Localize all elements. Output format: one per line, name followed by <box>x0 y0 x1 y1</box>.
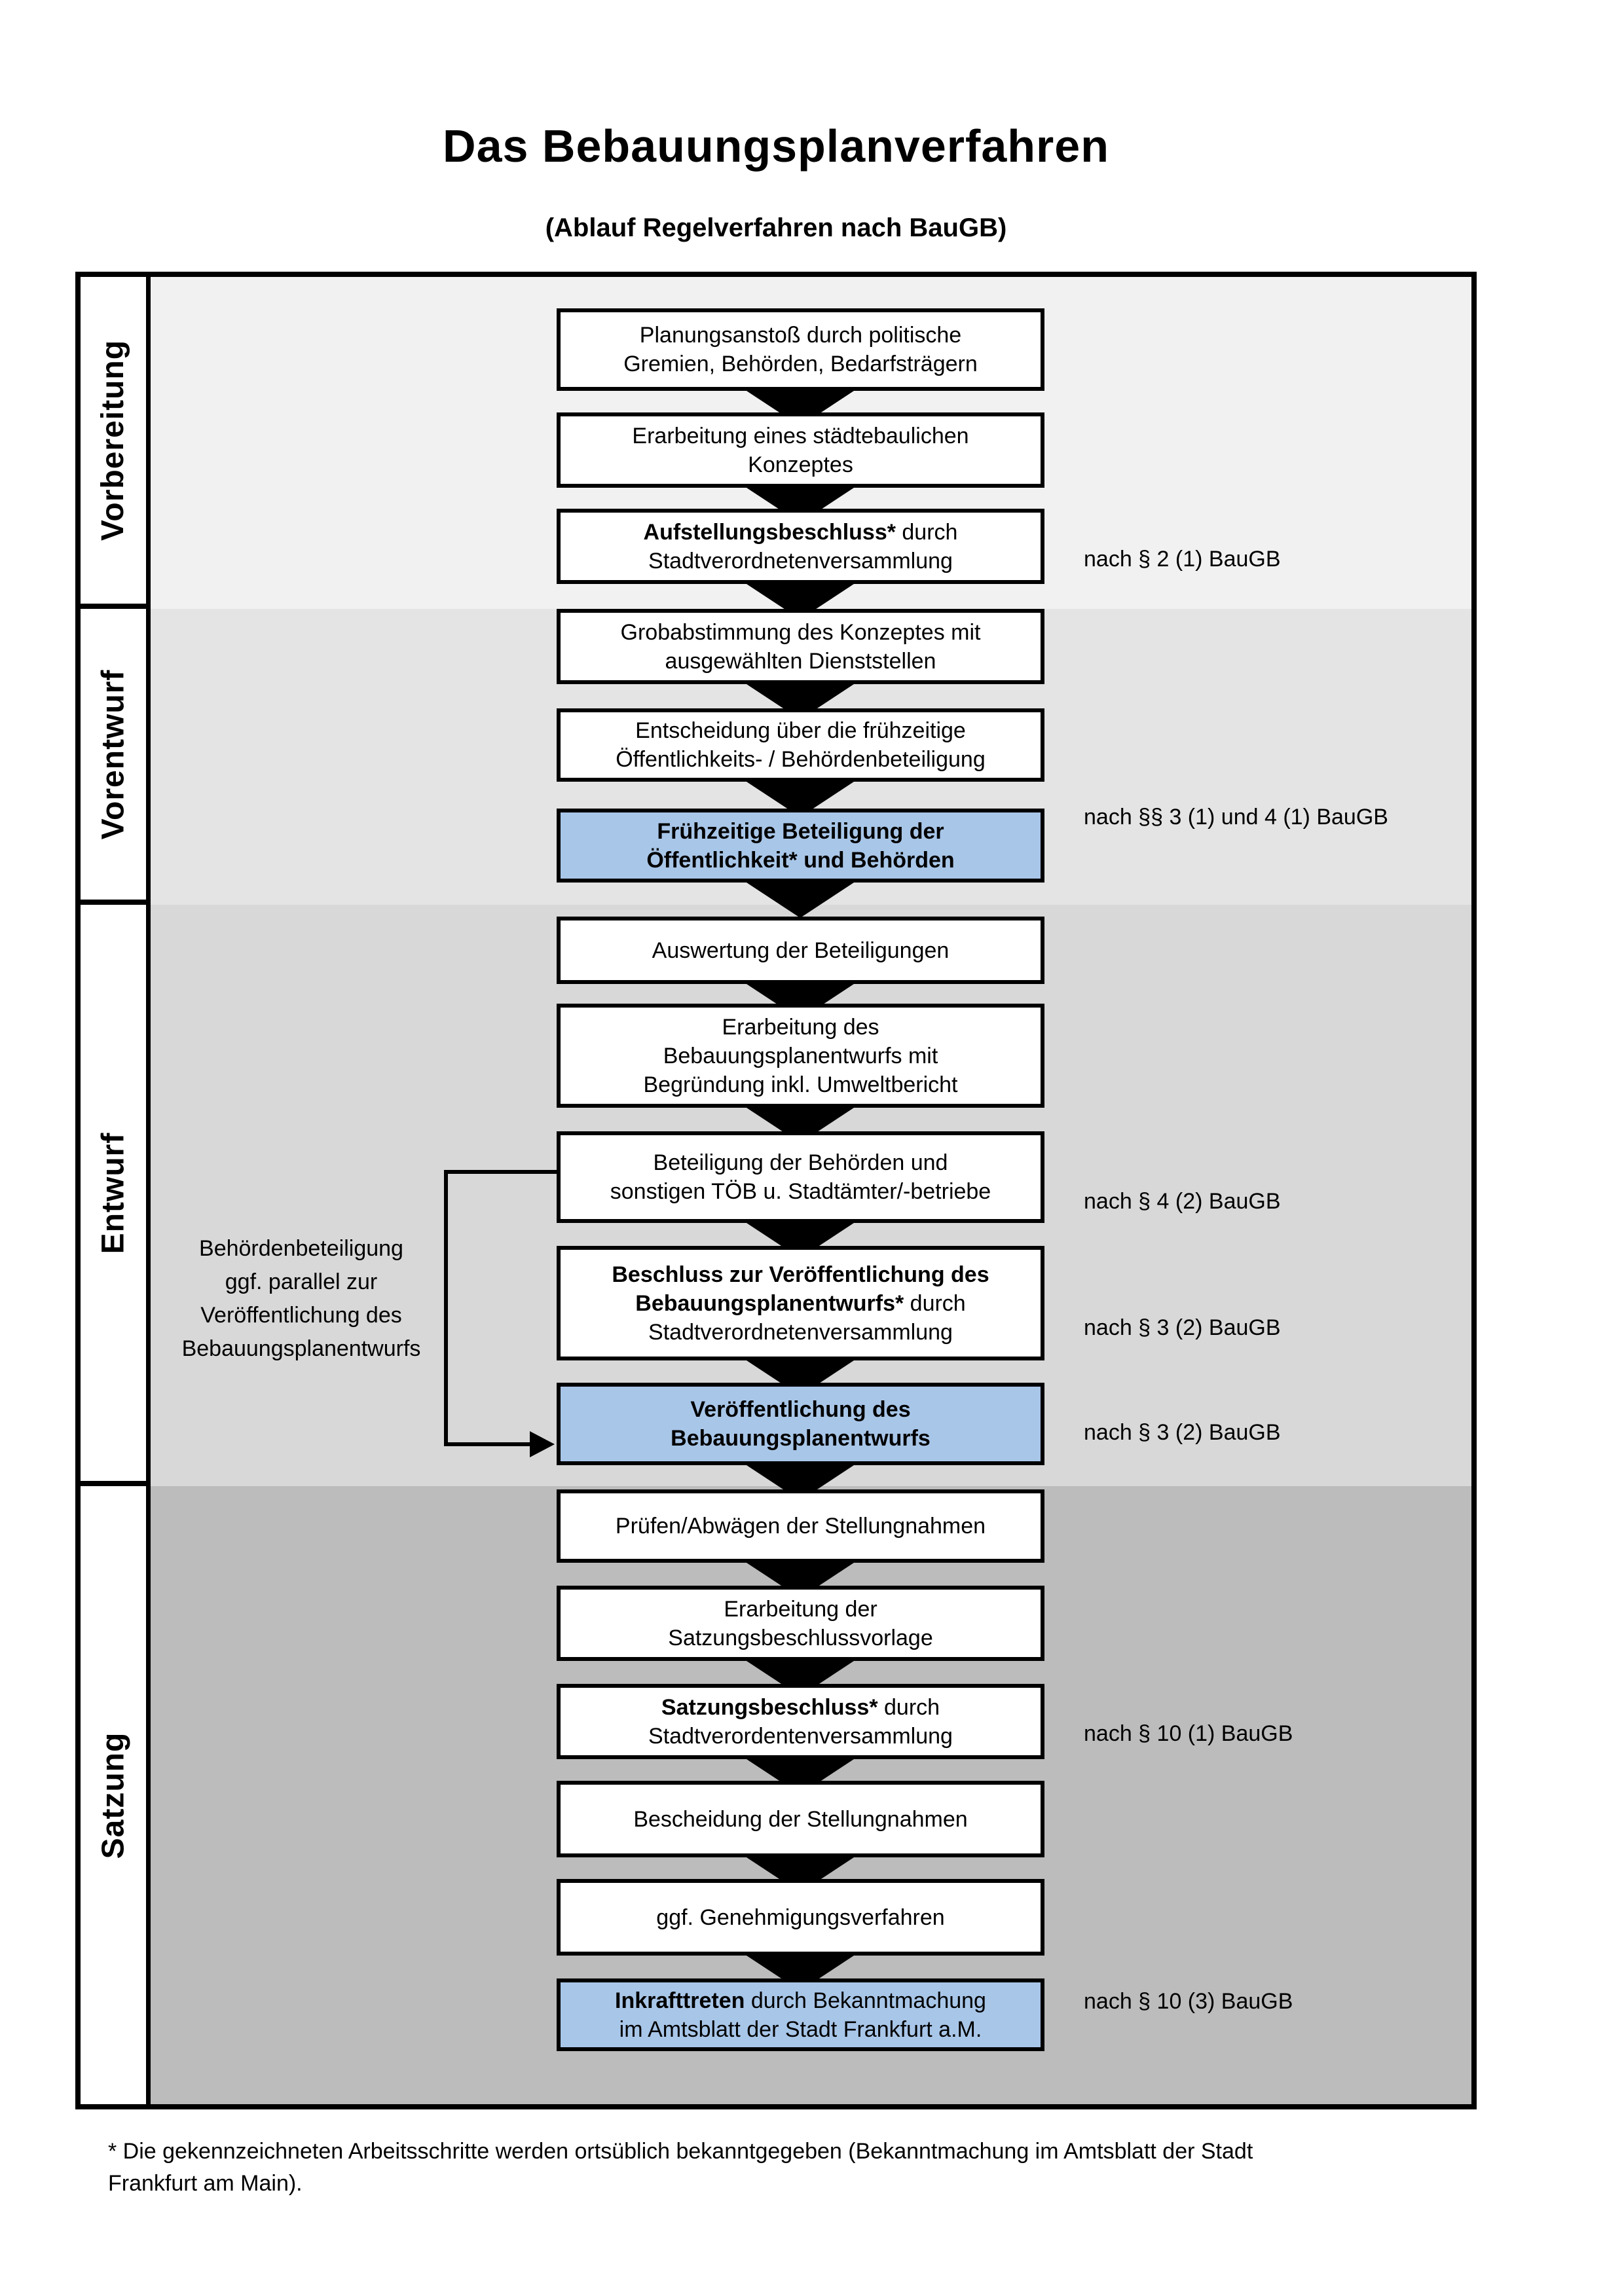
connector-vertical-line <box>444 1170 448 1446</box>
legal-reference: nach § 10 (3) BauGB <box>1084 1989 1293 2014</box>
flow-step-line: Stadtverordentenversammlung <box>648 1723 953 1749</box>
flow-step-line: Grobabstimmung des Konzeptes mit <box>620 619 981 645</box>
legal-reference: nach §§ 3 (1) und 4 (1) BauGB <box>1084 805 1388 829</box>
flow-step-line: Bebauungsplanentwurfs* durch <box>635 1290 966 1316</box>
legal-reference: nach § 2 (1) BauGB <box>1084 547 1281 572</box>
phase-label-cell: Vorentwurf <box>81 609 146 905</box>
flow-step: Bescheidung der Stellungnahmen <box>557 1781 1044 1857</box>
footnote-line: Frankfurt am Main). <box>108 2171 303 2196</box>
flow-step-line: Satzungsbeschlussvorlage <box>668 1625 933 1650</box>
footnote: * Die gekennzeichneten Arbeitsschritte w… <box>108 2136 1522 2200</box>
flow-step-line: Öffentlichkeit* und Behörden <box>646 847 955 873</box>
page-subtitle: (Ablauf Regelverfahren nach BauGB) <box>545 213 1007 242</box>
flow-step-line: Aufstellungsbeschluss* durch <box>643 519 958 545</box>
flow-step-line: ausgewählten Dienststellen <box>665 648 936 674</box>
flow-step-line: Begründung inkl. Umweltbericht <box>643 1072 958 1097</box>
flow-step-line: Satzungsbeschluss* durch <box>661 1694 940 1720</box>
legal-reference: nach § 3 (2) BauGB <box>1084 1420 1281 1445</box>
flow-step-line: Stadtverordnetenversammlung <box>648 548 953 574</box>
flow-step-line: Beschluss zur Veröffentlichung des <box>612 1262 989 1287</box>
flow-step-line: Gremien, Behörden, Bedarfsträgern <box>623 352 978 376</box>
down-arrow-icon <box>745 881 856 918</box>
footnote-line: * Die gekennzeichneten Arbeitsschritte w… <box>108 2139 1253 2164</box>
annotation-line: Behördenbeteiligung <box>199 1236 403 1261</box>
flow-step-line: ggf. Genehmigungsverfahren <box>656 1904 945 1930</box>
flow-step-line: Bebauungsplanentwurfs mit <box>663 1043 938 1068</box>
flow-step: ggf. Genehmigungsverfahren <box>557 1879 1044 1956</box>
flow-step-line: Planungsanstoß durch politische <box>639 323 962 348</box>
page-title: Das Bebauungsplanverfahren <box>443 120 1109 172</box>
flow-step-line: Inkrafttreten durch Bekanntmachung <box>615 1988 986 2013</box>
flow-step-line: Konzeptes <box>748 452 853 477</box>
flow-step: Beteiligung der Behörden und sonstigen TÖ… <box>557 1131 1044 1223</box>
flow-step-line: Beteiligung der Behörden und <box>653 1150 948 1175</box>
connector-arrowhead-icon <box>530 1431 555 1457</box>
flow-step-line: Veröffentlichung des <box>690 1397 911 1422</box>
phase-label-cell: Vorbereitung <box>81 277 146 609</box>
flow-step-line: im Amtsblatt der Stadt Frankfurt a.M. <box>619 2016 982 2042</box>
flow-step-line: Prüfen/Abwägen der Stellungnahmen <box>615 1514 986 1539</box>
flow-step-line: Auswertung der Beteiligungen <box>652 938 950 963</box>
flow-step-line: sonstigen TÖB u. Stadtämter/-betriebe <box>610 1179 991 1204</box>
flow-step-line: Bescheidung der Stellungnahmen <box>633 1806 968 1832</box>
flow-step: Grobabstimmung des Konzeptes mit ausgewäh… <box>557 609 1044 684</box>
legal-reference: nach § 3 (2) BauGB <box>1084 1315 1281 1340</box>
connector-bottom-line <box>444 1442 532 1446</box>
flow-step: Inkrafttreten durch Bekanntmachung im Amt… <box>557 1978 1044 2051</box>
flow-step-line: Öffentlichkeits- / Behördenbeteiligung <box>616 747 986 772</box>
parallel-process-annotation: Behördenbeteiligung ggf. parallel zur Ve… <box>170 1232 432 1366</box>
flow-step: Auswertung der Beteiligungen <box>557 917 1044 984</box>
annotation-line: ggf. parallel zur <box>225 1269 378 1294</box>
flow-step-line: Erarbeitung des <box>722 1014 879 1040</box>
flow-step-line: Entscheidung über die frühzeitige <box>635 718 966 743</box>
flow-layer: Behördenbeteiligung ggf. parallel zur Ve… <box>81 277 1471 2104</box>
flow-step-line: Erarbeitung der <box>724 1596 877 1622</box>
flow-step: Prüfen/Abwägen der Stellungnahmen <box>557 1489 1044 1563</box>
flow-step-line: Stadtverordnetenversammlung <box>648 1319 953 1345</box>
flow-step-line: Erarbeitung eines städtebaulichen <box>632 423 969 448</box>
legal-reference: nach § 4 (2) BauGB <box>1084 1189 1281 1214</box>
connector-top-line <box>444 1170 557 1174</box>
annotation-line: Veröffentlichung des <box>200 1303 402 1328</box>
flow-step-line: Frühzeitige Beteiligung der <box>657 818 944 844</box>
flow-step-line: Bebauungsplanentwurfs <box>671 1426 931 1451</box>
legal-reference: nach § 10 (1) BauGB <box>1084 1721 1293 1746</box>
phase-label-cell: Entwurf <box>81 905 146 1486</box>
annotation-line: Bebauungsplanentwurfs <box>181 1336 421 1361</box>
